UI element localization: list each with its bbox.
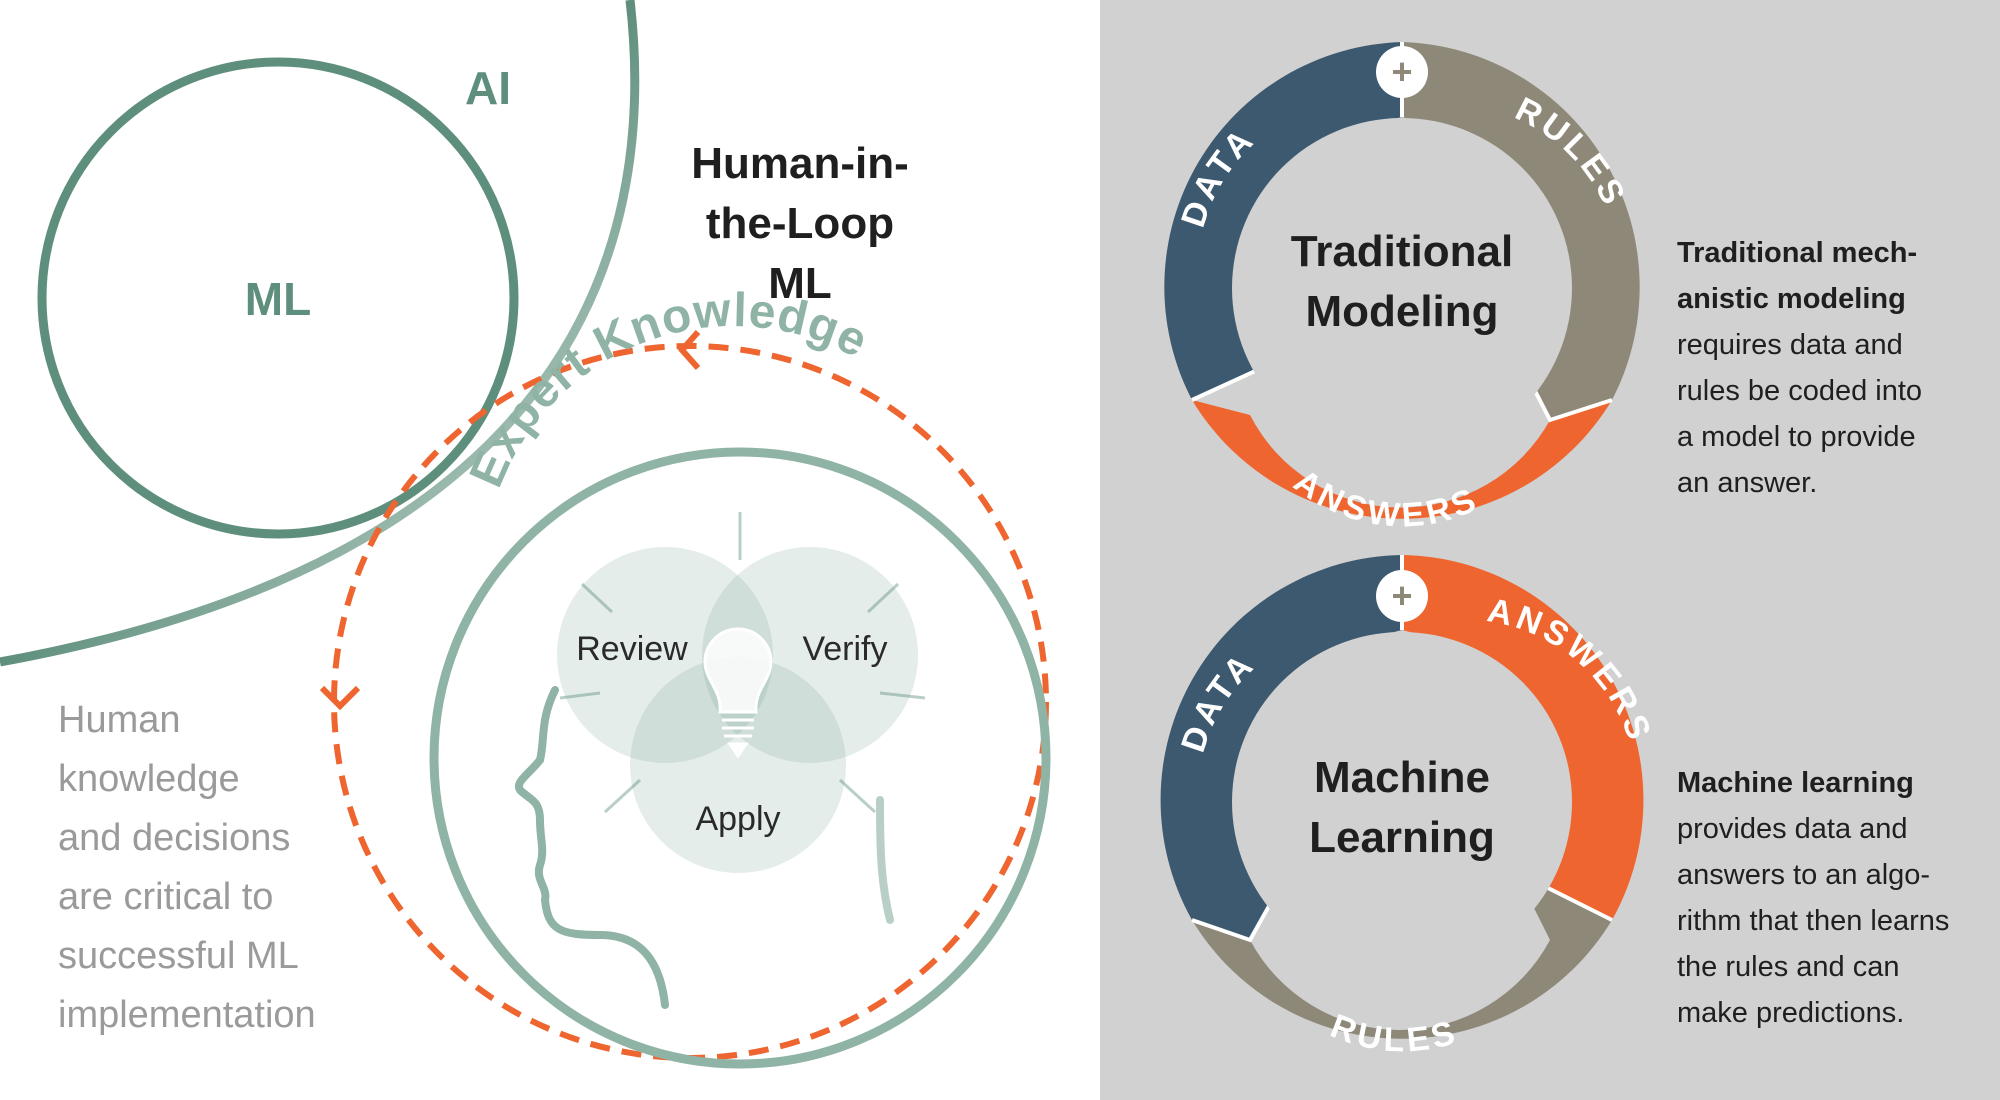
ml-plus-badge <box>1376 570 1428 622</box>
ai-circle-arc <box>0 0 640 667</box>
ml-desc-bold-1: Machine learning <box>1677 767 1914 799</box>
ai-label: AI <box>465 62 511 114</box>
tm-desc-bold-2: anistic modeling <box>1677 283 1906 315</box>
ml-title-line-2: Learning <box>1309 813 1495 862</box>
caption-line-5: successful ML <box>58 935 299 977</box>
caption-line-2: knowledge <box>58 758 240 800</box>
tm-title-line-1: Traditional <box>1291 227 1513 276</box>
ml-desc-line-1: provides data and <box>1677 813 1908 845</box>
tm-answers-segment <box>1192 400 1612 519</box>
hitl-title: Human-in- the-Loop ML <box>691 139 909 308</box>
ml-description: Machine learning provides data and answe… <box>1677 767 1949 1029</box>
loop-arrow-top <box>677 330 701 370</box>
hitl-title-line-1: Human-in- <box>691 139 909 188</box>
left-caption: Human knowledge and decisions are critic… <box>58 699 316 1036</box>
traditional-description: Traditional mech- anistic modeling requi… <box>1677 237 1922 499</box>
tm-desc-line-1: requires data and <box>1677 329 1903 361</box>
head-circle <box>429 447 1051 1069</box>
ml-desc-line-4: the rules and can <box>1677 951 1899 983</box>
left-panel: AI ML Human-in- the-Loop ML Expert Knowl… <box>0 0 1051 1069</box>
loop-arrow-left <box>319 685 361 711</box>
venn-apply-circle <box>630 657 846 873</box>
tm-plus-icon: + <box>1391 51 1412 92</box>
ml-desc-line-5: make predictions. <box>1677 997 1904 1029</box>
hitl-title-line-2: the-Loop <box>706 199 894 248</box>
caption-line-1: Human <box>58 699 181 741</box>
idea-rays <box>559 512 926 814</box>
ml-label: ML <box>245 273 311 325</box>
caption-line-3: and decisions <box>58 817 290 859</box>
tm-plus-badge <box>1376 46 1428 98</box>
ml-desc-line-2: answers to an algo- <box>1677 859 1930 891</box>
venn-verify-label: Verify <box>802 630 887 668</box>
tm-desc-bold-1: Traditional mech- <box>1677 237 1917 269</box>
ml-desc-line-3: rithm that then learns <box>1677 905 1949 937</box>
tm-desc-line-4: an answer. <box>1677 467 1817 499</box>
ml-circle <box>37 57 519 539</box>
head-profile-outline <box>514 686 669 1009</box>
caption-line-4: are critical to <box>58 876 273 918</box>
ml-plus-icon: + <box>1391 575 1412 616</box>
head-back-outline <box>876 796 894 924</box>
ml-rules-segment <box>1192 872 1612 1039</box>
hitl-title-line-3: ML <box>768 259 832 308</box>
tm-desc-line-3: a model to provide <box>1677 421 1916 453</box>
venn-review-label: Review <box>576 630 688 668</box>
lightbulb-icon <box>703 627 773 759</box>
caption-line-6: implementation <box>58 994 316 1036</box>
tm-desc-line-2: rules be coded into <box>1677 375 1922 407</box>
ml-title-line-1: Machine <box>1314 753 1490 802</box>
machine-learning-ring: + DATA ANSWERS RULES Machine Learning <box>1160 555 1655 1060</box>
venn-apply-label: Apply <box>695 800 780 838</box>
tm-title-line-2: Modeling <box>1305 287 1498 336</box>
